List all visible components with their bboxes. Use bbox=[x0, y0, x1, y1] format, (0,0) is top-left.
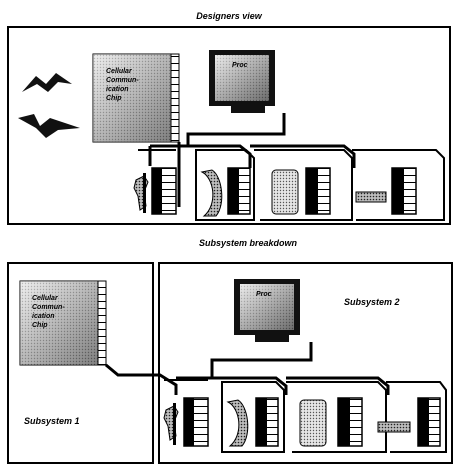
converter-icon bbox=[271, 169, 299, 215]
filter-icon-2 bbox=[226, 399, 249, 447]
resistor-icon-2 bbox=[377, 421, 411, 433]
chip2-label-line-2: Commun- bbox=[32, 304, 65, 311]
component-card-converter bbox=[254, 149, 353, 221]
designers-view-title: Designers view bbox=[196, 11, 263, 21]
chip2-label-line-1: Cellular bbox=[32, 295, 59, 302]
component-card-converter-2 bbox=[286, 381, 387, 453]
chip-label-line-4: Chip bbox=[106, 95, 122, 102]
designers-view-frame bbox=[7, 26, 451, 225]
subsystem-2-frame bbox=[158, 262, 453, 464]
component-card-filter-2 bbox=[221, 381, 285, 453]
subsystem-1-frame bbox=[7, 262, 154, 464]
chip2-label-line-4: Chip bbox=[32, 322, 48, 329]
cellular-communication-chip: Cellular Commun- ication Chip bbox=[92, 53, 180, 143]
processor-monitor-icon-2: Proc bbox=[234, 279, 300, 342]
filter-icon bbox=[200, 169, 223, 217]
cellular-communication-chip-2: Cellular Commun- ication Chip bbox=[19, 280, 107, 366]
processor-label: Proc bbox=[232, 62, 248, 69]
component-card-resistor-2 bbox=[377, 381, 447, 453]
processor-label-2: Proc bbox=[256, 291, 272, 298]
chip-label-line-2: Commun- bbox=[106, 77, 139, 84]
system-bus bbox=[148, 113, 356, 207]
antenna-signal-icon bbox=[18, 73, 80, 138]
subsystem-2-label: Subsystem 2 bbox=[344, 297, 400, 307]
chip2-label-line-3: ication bbox=[32, 313, 55, 320]
converter-icon-2 bbox=[299, 399, 327, 447]
rf-antenna-icon bbox=[133, 173, 149, 213]
component-card-resistor bbox=[352, 149, 445, 221]
component-card-rf-2 bbox=[163, 379, 209, 447]
subsystem-breakdown-title: Subsystem breakdown bbox=[199, 238, 298, 248]
resistor-icon bbox=[355, 191, 387, 203]
chip-label-line-3: ication bbox=[106, 86, 129, 93]
chip-label-line-1: Cellular bbox=[106, 68, 133, 75]
component-card-filter bbox=[195, 149, 255, 221]
system-bus-2 bbox=[105, 342, 390, 395]
processor-monitor-icon: Proc bbox=[209, 50, 275, 113]
rf-antenna-icon-2 bbox=[163, 403, 179, 445]
subsystem-1-label: Subsystem 1 bbox=[24, 416, 80, 426]
component-card-rf bbox=[133, 149, 177, 215]
